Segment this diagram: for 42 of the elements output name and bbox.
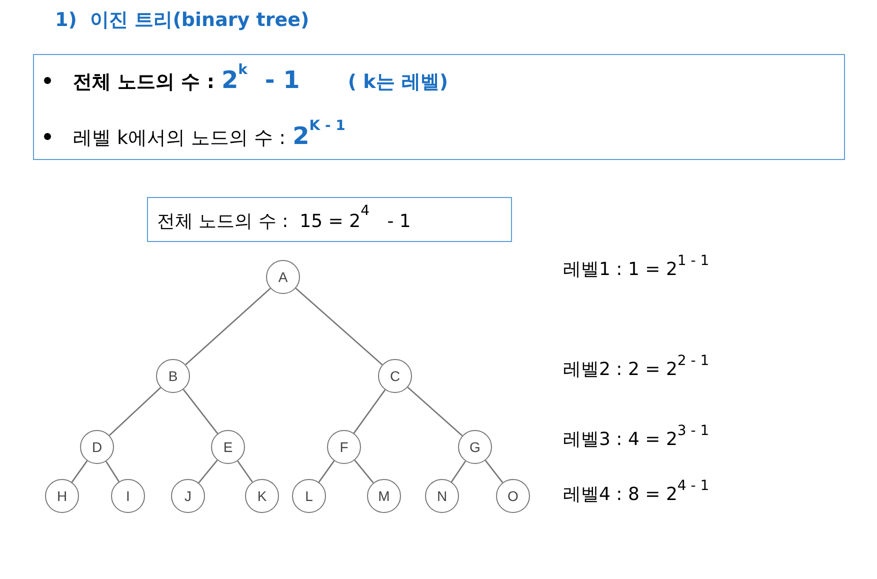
formula: 2$^{K - 1}$ xyxy=(292,119,346,151)
tree-node-circle: B xyxy=(156,359,190,393)
info-panel xyxy=(33,54,845,160)
tree-node-circle: D xyxy=(80,430,114,464)
tree-edge-line xyxy=(71,460,88,483)
tree-node-circle: C xyxy=(378,359,412,393)
tree-edge-line xyxy=(353,389,386,434)
tree-node-circle: E xyxy=(211,430,245,464)
tree-node-circle: N xyxy=(425,479,459,513)
tree-edge-line xyxy=(108,387,162,436)
tree-node-circle: O xyxy=(496,479,530,513)
tree-node-circle: L xyxy=(292,479,326,513)
tree-edge-line xyxy=(318,460,335,483)
formula-box xyxy=(147,197,512,242)
tree-edge-line xyxy=(106,461,120,482)
tree-node-circle: J xyxy=(171,479,205,513)
tree-edge-line xyxy=(407,386,463,436)
tree-edge-line xyxy=(182,389,218,434)
tree-edge-line xyxy=(295,288,383,366)
tree-node-circle: F xyxy=(327,430,361,464)
tree-node-circle: A xyxy=(266,260,300,294)
tree-edge-line xyxy=(484,460,504,483)
tree-edge-line xyxy=(237,460,253,482)
level-formula: 레벨3 : 4 = 2$^{3 - 1}$ xyxy=(563,424,710,452)
formula-text: 전체 노드의 수 : 15 = 2$^{4}$ - 1 xyxy=(157,204,411,234)
bullet-text: 레벨 k에서의 노드의 수 : xyxy=(73,126,286,151)
tree-node-circle: M xyxy=(367,479,401,513)
level-formula: 레벨1 : 1 = 2$^{1 - 1}$ xyxy=(563,254,710,282)
tree-edge-line xyxy=(354,460,374,484)
bullet-text: 전체 노드의 수 : xyxy=(73,70,214,95)
formula: 2$^{k}$ - 1 xyxy=(221,63,300,95)
tree-node-circle: G xyxy=(458,430,492,464)
level-formula: 레벨2 : 2 = 2$^{2 - 1}$ xyxy=(563,354,710,382)
tree-node-circle: H xyxy=(45,479,79,513)
level-formula: 레벨4 : 8 = 2$^{4 - 1}$ xyxy=(563,479,710,507)
tree-node-circle: I xyxy=(111,479,145,513)
tree-node-circle: K xyxy=(245,479,279,513)
note: ( k는 레벨) xyxy=(348,70,448,95)
title: 1) 이진 트리(binary tree) xyxy=(55,8,310,33)
tree-edge-line xyxy=(198,460,218,484)
tree-edge-line xyxy=(185,288,271,366)
tree-edge-line xyxy=(450,460,466,482)
